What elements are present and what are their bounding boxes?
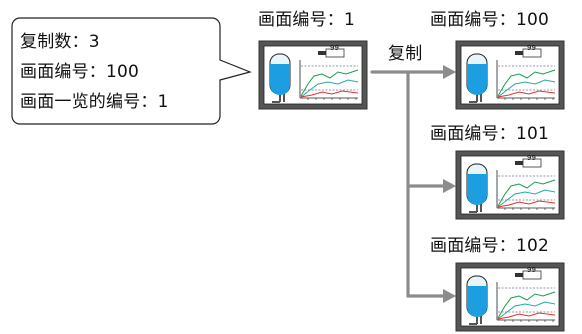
- trend-line-teal: [497, 79, 556, 98]
- value-box-shadow: [318, 51, 326, 55]
- value-box-shadow: [515, 273, 523, 277]
- trend-line-red: [497, 90, 556, 98]
- trend-line-green: [497, 291, 556, 319]
- callout-line-3: 画面一览的编号：1: [20, 92, 169, 112]
- trend-axis-ticks: [504, 208, 554, 210]
- trend-line-red: [497, 200, 556, 208]
- tank-water: [467, 174, 487, 205]
- source-screen-label: 画面编号：1: [258, 10, 356, 30]
- source-panel-value: 99: [330, 44, 339, 52]
- callout-line-2: 画面编号：100: [20, 62, 140, 82]
- trend-line-teal: [497, 189, 556, 208]
- tank-pipe: [469, 94, 482, 103]
- copy-screen-label-3: 画面编号：102: [430, 236, 550, 256]
- source-screen-graphic: [258, 40, 368, 110]
- copy-screen-label-2: 画面编号：101: [430, 124, 550, 144]
- trend-line-green: [497, 69, 556, 97]
- tank-water: [270, 64, 290, 95]
- copy-1-panel-value: 99: [527, 44, 536, 52]
- copy-screen-1: 99: [455, 40, 565, 110]
- source-screen: 99: [258, 40, 368, 110]
- copy-2-panel-value: 99: [527, 154, 536, 162]
- trend-axis-ticks: [307, 98, 357, 100]
- trend-line-red: [300, 90, 359, 98]
- value-box-shadow: [515, 51, 523, 55]
- callout-line-1: 复制数：3: [20, 32, 100, 52]
- copy-screen-3-graphic: [455, 262, 565, 332]
- tank-water: [467, 64, 487, 95]
- trend-line-teal: [300, 79, 359, 98]
- value-box-shadow: [515, 161, 523, 165]
- copy-3-panel-value: 99: [527, 266, 536, 274]
- copy-screen-2: 99: [455, 150, 565, 220]
- tank-pipe: [469, 204, 482, 213]
- tank-pipe: [272, 94, 285, 103]
- trend-axis-ticks: [504, 98, 554, 100]
- trend-line-green: [497, 179, 556, 207]
- tank-pipe: [469, 316, 482, 325]
- copy-arrow-label: 复制: [388, 44, 423, 64]
- copy-screen-2-graphic: [455, 150, 565, 220]
- trend-line-green: [300, 69, 359, 97]
- copy-screen-label-1: 画面编号：100: [430, 10, 550, 30]
- copy-screen-1-graphic: [455, 40, 565, 110]
- trend-axis-ticks: [504, 320, 554, 322]
- copy-screen-3: 99: [455, 262, 565, 332]
- trend-line-red: [497, 312, 556, 320]
- tank-water: [467, 286, 487, 317]
- trend-line-teal: [497, 301, 556, 320]
